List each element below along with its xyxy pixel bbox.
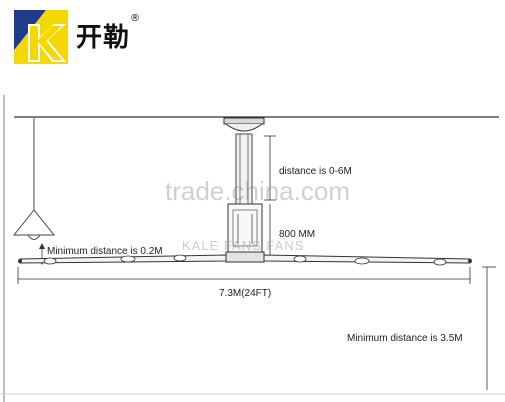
fan-blades-icon (18, 254, 472, 266)
brand-name: 开勒® (76, 13, 142, 53)
height-label: 800 MM (279, 229, 316, 240)
span-label: 7.3M(24FT) (219, 288, 272, 299)
light-fixture-icon (12, 118, 56, 240)
faded-brand-text: KALE FANS FANS (182, 238, 305, 253)
distance-dimension (264, 135, 276, 201)
watermark-text: trade.china.com (165, 176, 350, 206)
floor-dimension (482, 266, 496, 390)
distance-label: distance is 0-6M (279, 166, 352, 177)
fan-motor-icon (223, 117, 265, 263)
min-top-label: Minimum distance is 0.2M (47, 246, 163, 257)
span-dimension (17, 267, 471, 284)
min-floor-label: Minimum distance is 3.5M (347, 333, 463, 344)
brand-logo-icon (14, 10, 68, 64)
